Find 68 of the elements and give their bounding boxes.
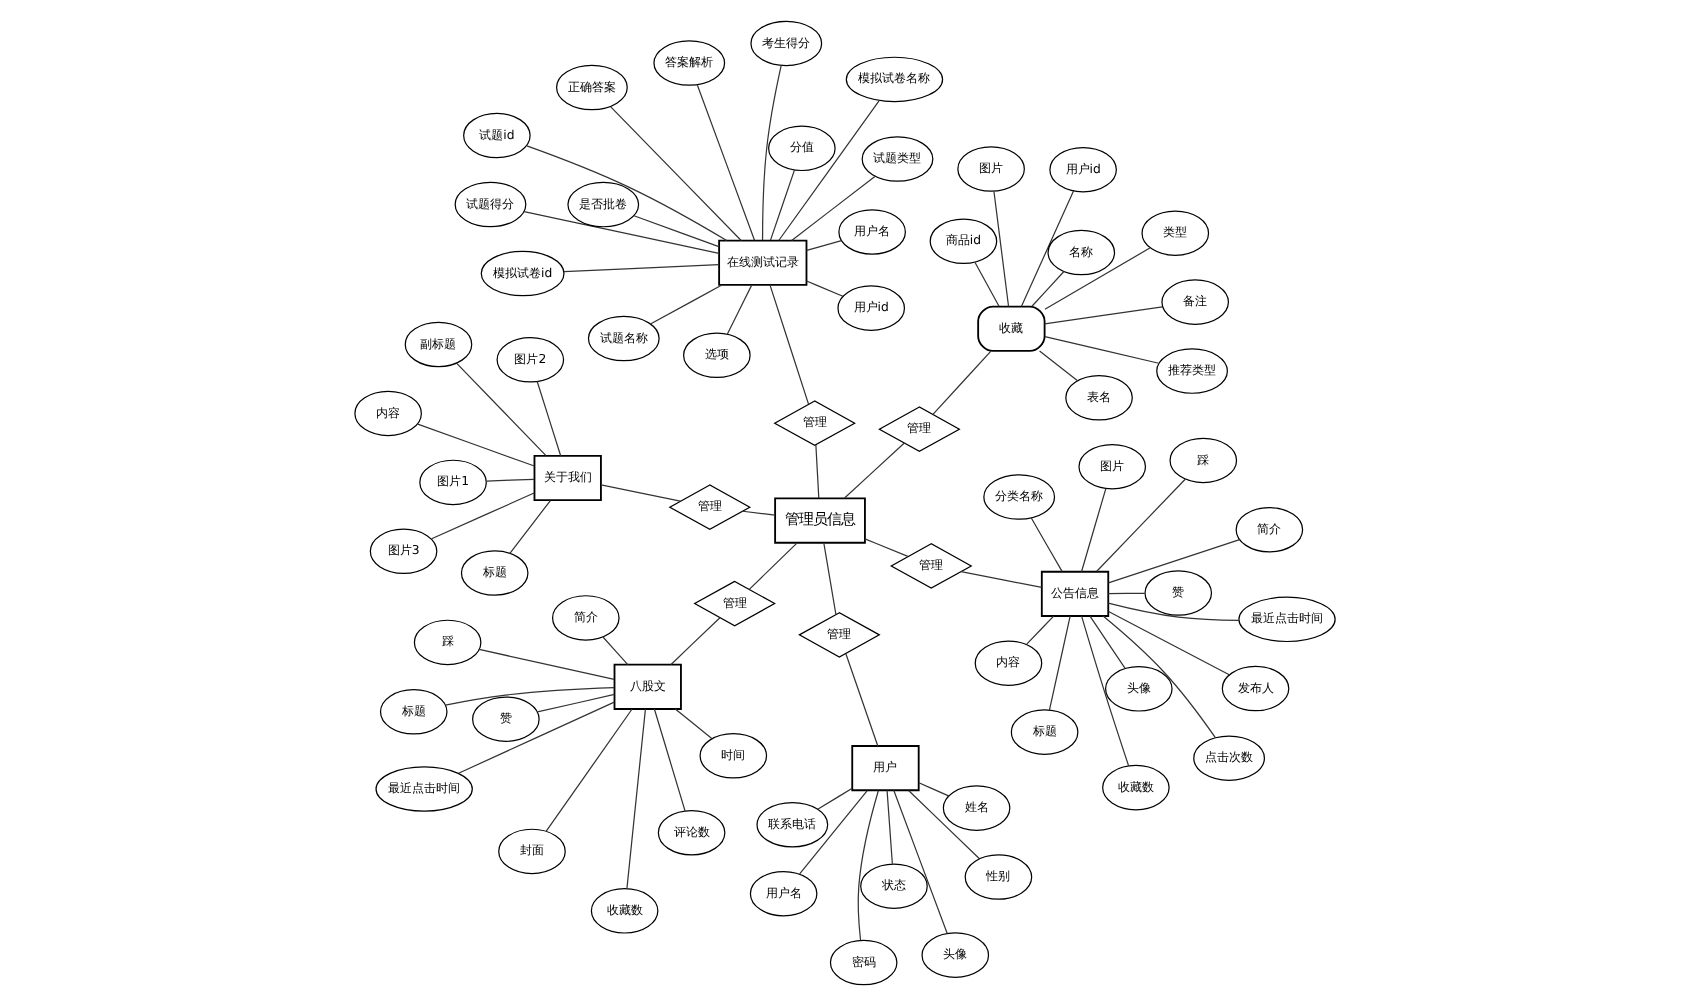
connector (509, 499, 551, 554)
connector (649, 284, 723, 325)
connector (1107, 592, 1146, 595)
connector (563, 264, 720, 273)
connector (1107, 602, 1240, 622)
connector (806, 240, 842, 251)
connector (536, 380, 562, 457)
connector (1089, 615, 1126, 670)
connector (1107, 610, 1230, 676)
connector (457, 701, 615, 774)
connector (444, 687, 615, 706)
connector (1044, 306, 1164, 325)
connector (748, 542, 798, 590)
connector (974, 261, 1000, 307)
connector (431, 492, 535, 540)
connector (626, 708, 647, 890)
connector (485, 478, 535, 482)
connector (1096, 478, 1186, 572)
connector (857, 789, 879, 941)
connector (1031, 270, 1065, 307)
connector (456, 362, 547, 456)
connector (1020, 190, 1075, 307)
connector (778, 100, 880, 241)
connector (886, 789, 893, 865)
connector (993, 190, 1010, 308)
connector (918, 782, 950, 797)
connector (1044, 247, 1151, 310)
connector (761, 64, 782, 241)
connector (799, 789, 868, 875)
connector (1030, 517, 1063, 573)
connector (908, 790, 980, 860)
connector (523, 211, 720, 254)
connector (726, 284, 753, 335)
connector (670, 617, 721, 666)
connector (742, 510, 776, 516)
connector (1038, 350, 1078, 382)
connector (633, 215, 720, 248)
connector (815, 444, 820, 499)
connector (893, 789, 948, 935)
connector (536, 693, 616, 713)
connector (478, 648, 615, 680)
connector (545, 708, 633, 832)
connector (600, 484, 681, 502)
connector (1026, 615, 1055, 645)
connector (1048, 615, 1071, 711)
connector (1080, 615, 1130, 767)
connector (843, 442, 905, 499)
connector (817, 787, 853, 810)
connector (823, 542, 837, 615)
connector (791, 175, 876, 242)
connector (960, 571, 1043, 589)
connector (602, 636, 629, 666)
connector (696, 84, 756, 241)
connector (932, 350, 992, 415)
connector (1102, 615, 1216, 739)
connector (653, 708, 686, 812)
connector (864, 538, 909, 558)
connector (1080, 487, 1107, 573)
connector (769, 284, 810, 405)
connector (610, 106, 742, 242)
connector (674, 708, 713, 740)
connector (417, 423, 535, 467)
connector (805, 280, 844, 297)
connector (1107, 538, 1241, 584)
connector (526, 145, 728, 242)
connector (769, 169, 796, 241)
connector (1044, 336, 1160, 364)
connector (845, 653, 879, 747)
